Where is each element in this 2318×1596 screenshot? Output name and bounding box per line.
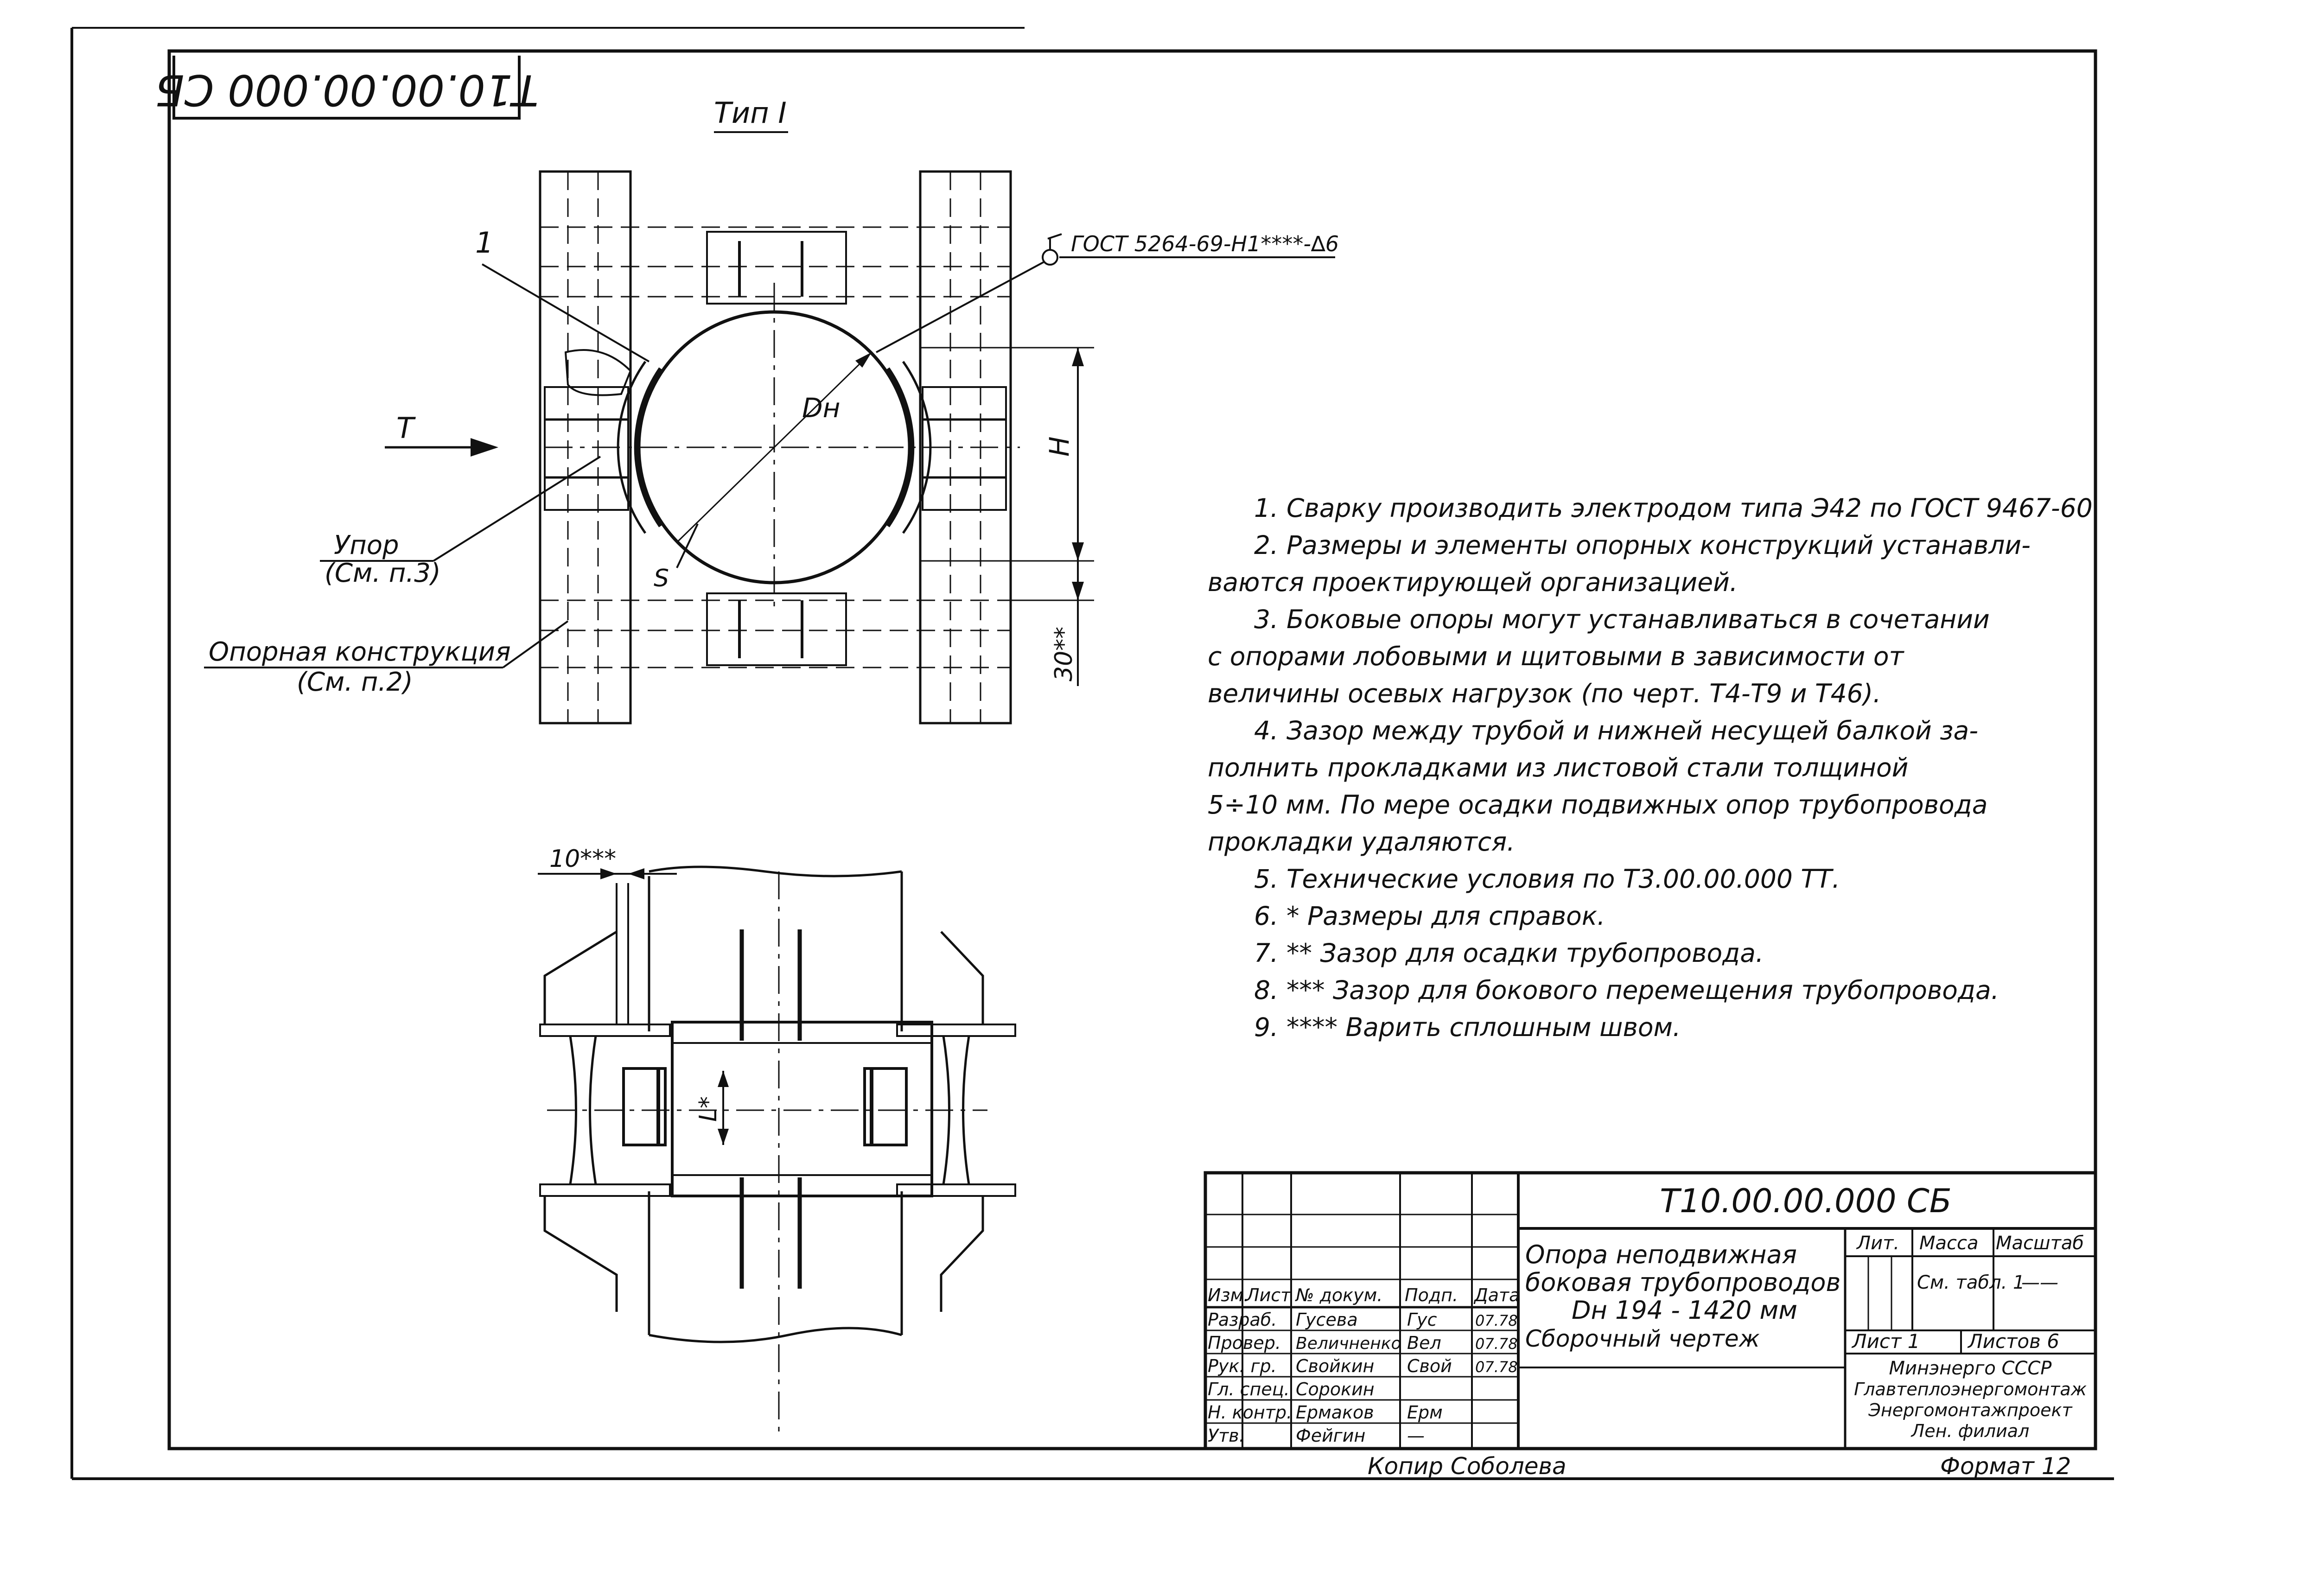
sig-date-3: 07.78: [1475, 1358, 1518, 1376]
drawing-frame: [167, 49, 2097, 1450]
sig-role-3: Рук. гр.: [1208, 1356, 1277, 1376]
notes-block: 1. Сварку производить электродом типа Э4…: [1208, 493, 2093, 1042]
weld-callout: ГОСТ 5264-69-Н1****-∆6: [876, 231, 1339, 353]
title-line-4: Сборочный чертеж: [1525, 1325, 1760, 1352]
sig-name-4: Сорокин: [1296, 1379, 1375, 1399]
sig-sign-2: Вел: [1407, 1333, 1441, 1353]
sig-role-4: Гл. спец.: [1208, 1379, 1290, 1399]
label-force: T: [396, 411, 416, 445]
label-support-ref: (См. п.2): [297, 667, 413, 697]
label-part1: 1: [475, 226, 493, 260]
label-diameter: Dн: [802, 392, 841, 424]
sig-role-2: Провер.: [1208, 1333, 1281, 1353]
view-label: Тип I: [714, 96, 787, 130]
col-header-sheet: Лист: [1245, 1285, 1292, 1305]
pipe-section: Dн S: [545, 283, 1020, 612]
label-gap-10: 10***: [549, 845, 616, 873]
org-line-1: Минэнерго СССР: [1889, 1358, 2052, 1379]
format-label: Формат 12: [1940, 1453, 2071, 1480]
col-header-date: Дата: [1473, 1285, 1520, 1305]
org-line-2: Главтеплоэнергомонтаж: [1854, 1379, 2087, 1399]
sig-name-3: Свойкин: [1296, 1356, 1374, 1376]
sig-date-1: 07.78: [1475, 1312, 1518, 1329]
stamp-box: Т10.00.00.000 СБ: [155, 56, 539, 120]
top-view: Тип I: [204, 96, 1339, 725]
note-7: 4. Зазор между трубой и нижней несущей б…: [1254, 716, 1978, 745]
label-gap-30: 30**: [1050, 627, 1078, 681]
note-14: 8. *** Зазор для бокового перемещения тр…: [1254, 975, 1999, 1005]
side-stops: [544, 349, 1007, 511]
label-weld: ГОСТ 5264-69-Н1****-∆6: [1071, 231, 1339, 256]
sig-sign-6: —: [1407, 1425, 1425, 1446]
note-12: 6. * Размеры для справок.: [1254, 901, 1605, 931]
sig-sign-1: Гус: [1407, 1310, 1437, 1330]
note-10: прокладки удаляются.: [1208, 827, 1515, 857]
title-block: Изм. Лист № докум. Подп. Дата Разраб. Гу…: [1204, 1171, 2097, 1450]
lit-header: Лит.: [1856, 1233, 1899, 1254]
mass-value: См. табл. 1: [1917, 1272, 2025, 1293]
sheet-number: Лист 1: [1851, 1330, 1920, 1353]
sig-name-5: Ермаков: [1296, 1402, 1374, 1423]
sig-role-6: Утв.: [1208, 1425, 1245, 1446]
label-support: Опорная конструкция: [209, 637, 511, 667]
note-13: 7. ** Зазор для осадки трубопровода.: [1254, 938, 1764, 968]
sig-name-6: Фейгин: [1296, 1425, 1365, 1446]
force-arrow: T: [385, 411, 498, 457]
sheet-border: [70, 27, 2114, 1480]
note-15: 9. **** Варить сплошным швом.: [1254, 1012, 1681, 1042]
sig-name-1: Гусева: [1296, 1310, 1358, 1330]
support-callout: Опорная конструкция (См. п.2): [204, 620, 569, 697]
part1-callout: 1: [475, 226, 650, 362]
sig-sign-5: Ерм: [1407, 1402, 1443, 1423]
title-block-code: Т10.00.00.000 СБ: [1660, 1182, 1952, 1220]
note-1: 1. Сварку производить электродом типа Э4…: [1254, 493, 2093, 523]
note-6: величины осевых нагрузок (по черт. Т4-Т9…: [1208, 679, 1881, 708]
note-3: ваются проектирующей организацией.: [1208, 567, 1738, 597]
sig-date-2: 07.78: [1475, 1335, 1518, 1353]
org-line-4: Лен. филиал: [1910, 1421, 2030, 1441]
stop-callout: Упор (См. п.3): [320, 456, 601, 588]
cross-beams: [540, 226, 1011, 668]
title-line-2: боковая трубопроводов: [1525, 1268, 1840, 1297]
note-4: 3. Боковые опоры могут устанавливаться в…: [1254, 604, 1990, 634]
stamp-code: Т10.00.00.000 СБ: [155, 65, 538, 115]
note-11: 5. Технические условия по Т3.00.00.000 Т…: [1254, 864, 1840, 894]
sig-name-2: Величненко: [1296, 1334, 1401, 1353]
col-header-change: Изм.: [1208, 1285, 1249, 1305]
dimension-h: H 30**: [920, 347, 1094, 686]
copy-label: Копир Соболева: [1368, 1453, 1567, 1480]
scale-header: Масштаб: [1996, 1233, 2084, 1254]
note-2: 2. Размеры и элементы опорных конструкци…: [1254, 530, 2031, 560]
label-stop-ref: (См. п.3): [325, 558, 441, 588]
mass-header: Масса: [1919, 1233, 1979, 1254]
note-8: полнить прокладками из листовой стали то…: [1208, 753, 1908, 782]
title-line-1: Опора неподвижная: [1525, 1240, 1797, 1269]
scale-value: ——: [2021, 1272, 2058, 1293]
col-header-sign: Подп.: [1405, 1285, 1458, 1305]
gusset-plates: [706, 231, 847, 666]
label-dim-l: L*: [694, 1096, 722, 1122]
sig-sign-3: Свой: [1407, 1356, 1452, 1376]
col-header-docno: № докум.: [1295, 1285, 1382, 1305]
title-line-3: Dн 194 - 1420 мм: [1572, 1296, 1797, 1325]
note-9: 5÷10 мм. По мере осадки подвижных опор т…: [1208, 790, 1987, 820]
sheets-total: Листов 6: [1967, 1330, 2059, 1353]
label-thickness: S: [654, 565, 669, 592]
label-stop: Упор: [334, 530, 399, 560]
label-height: H: [1044, 436, 1075, 457]
org-line-3: Энергомонтажпроект: [1868, 1400, 2073, 1420]
sig-role-1: Разраб.: [1208, 1310, 1277, 1330]
side-view: L* 10***: [538, 845, 1016, 1437]
sig-role-5: Н. контр.: [1208, 1402, 1292, 1423]
note-5: с опорами лобовыми и щитовыми в зависимо…: [1208, 642, 1905, 671]
